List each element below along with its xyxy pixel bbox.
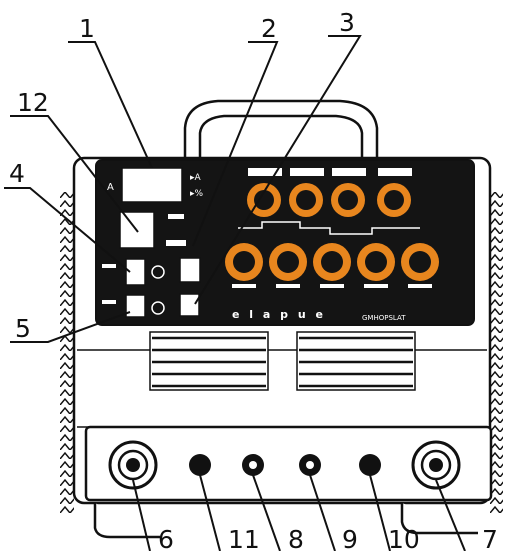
- right-side-fins: [490, 192, 503, 514]
- parameter-knob[interactable]: [357, 243, 395, 281]
- water-outlet-10: [359, 454, 381, 476]
- callout-2: 2: [261, 14, 277, 43]
- callout-7: 7: [482, 525, 498, 551]
- callout-6: 6: [158, 525, 174, 551]
- mode-symbols: [166, 214, 186, 246]
- waveform-diagram: [238, 221, 420, 235]
- callout-12: 12: [17, 88, 49, 117]
- parameter-knob[interactable]: [289, 183, 323, 217]
- parameter-knob[interactable]: [247, 183, 281, 217]
- callout-1: 1: [79, 14, 95, 43]
- selector-button-5[interactable]: [125, 294, 146, 318]
- button-icons: [102, 264, 165, 315]
- left-side-fins: [60, 192, 74, 514]
- knob-label-tabs: [248, 168, 412, 176]
- output-socket-7: [411, 440, 461, 490]
- display-unit-label: A: [107, 182, 114, 193]
- gas-outlet-11: [189, 454, 211, 476]
- selector-button-4[interactable]: [125, 258, 146, 286]
- control-panel: A ▸A ▸%: [95, 159, 475, 326]
- callout-3: 3: [339, 8, 355, 37]
- parameter-knob[interactable]: [269, 243, 307, 281]
- brand-logo: e l a p u e: [232, 308, 326, 321]
- leader-lines: [4, 35, 466, 551]
- callout-5: 5: [15, 314, 31, 343]
- selector-button-2[interactable]: [179, 257, 201, 283]
- callout-10: 10: [388, 525, 420, 551]
- carry-handle: [183, 99, 379, 160]
- callout-8: 8: [288, 525, 304, 551]
- parameter-knob[interactable]: [401, 243, 439, 281]
- lower-front-panel: [84, 425, 493, 502]
- callout-4: 4: [9, 159, 25, 188]
- control-socket-9: [299, 454, 321, 476]
- model-label: GMHOPSLAT: [362, 314, 406, 322]
- selector-button-3[interactable]: [179, 293, 200, 317]
- knob-value-labels: [232, 284, 432, 288]
- callout-9: 9: [342, 525, 358, 551]
- parameter-knob[interactable]: [225, 243, 263, 281]
- output-socket-6: [108, 440, 158, 490]
- vent-grille-left: [149, 331, 269, 391]
- display-unit-symbol-2: ▸%: [190, 189, 204, 199]
- vent-grille-right: [296, 331, 416, 391]
- parameter-knob[interactable]: [331, 183, 365, 217]
- machine-feet: [93, 502, 478, 539]
- parameter-knob[interactable]: [313, 243, 351, 281]
- knob-row-top: [247, 183, 411, 217]
- control-socket-8: [242, 454, 264, 476]
- parameter-knob[interactable]: [377, 183, 411, 217]
- knob-row-bottom: [225, 243, 439, 281]
- display-unit-symbol: ▸A: [190, 173, 202, 183]
- callout-11: 11: [228, 525, 260, 551]
- digital-display: [121, 167, 183, 203]
